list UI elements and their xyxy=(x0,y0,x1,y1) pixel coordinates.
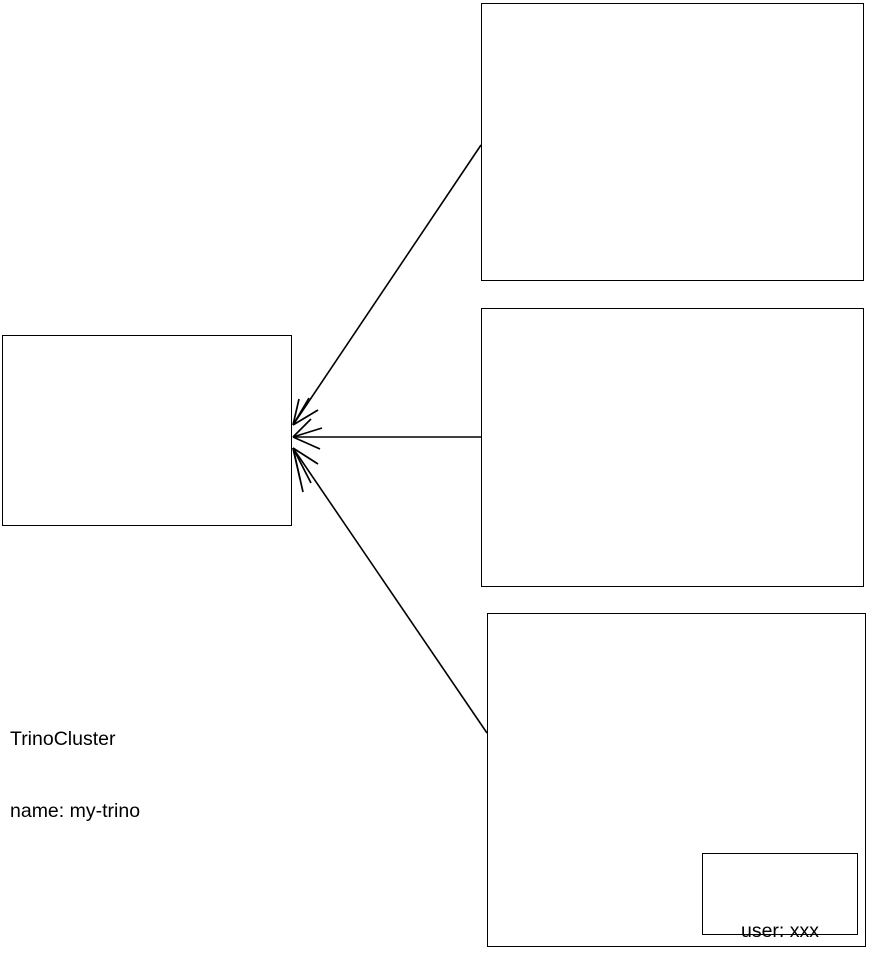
credentials-secret-box[interactable] xyxy=(702,853,858,935)
connector-oracle-catalog-to-cluster xyxy=(292,447,488,734)
trino-cluster-box[interactable]: TrinoCluster name: my-trino xyxy=(2,335,292,822)
credentials-line: user: xxx xyxy=(740,920,820,942)
trino-cluster-spec: TrinoCluster name: my-trino xyxy=(10,679,140,871)
cluster-line: TrinoCluster xyxy=(10,728,116,750)
credentials-secret-content: user: xxx password: xxx xyxy=(702,864,858,954)
connector-hive-catalog-1-to-cluster xyxy=(292,144,482,426)
trino-catalog-box-hive-2[interactable]: TrinoCatalog name: my-hive-catalog-2 tri… xyxy=(481,308,864,587)
connector-hive-catalog-2-to-cluster xyxy=(292,418,481,450)
trino-catalog-box-hive-1[interactable]: TrinoCatalog name: my-hive-catalog-1 tri… xyxy=(481,3,864,281)
cluster-line: name: my-trino xyxy=(10,800,141,822)
